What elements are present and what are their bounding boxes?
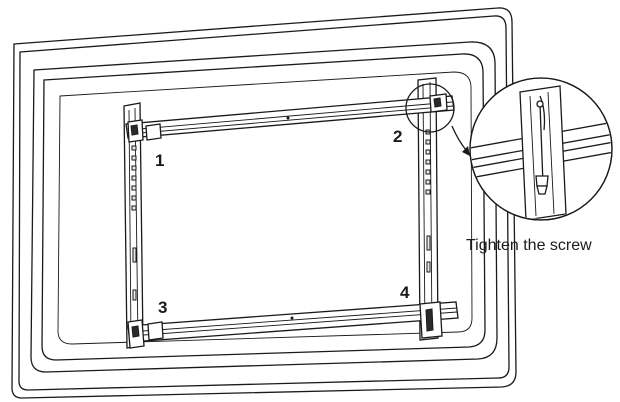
callout-detail — [469, 77, 613, 221]
right-vertical-bracket — [417, 77, 439, 341]
bracket-label-4: 4 — [400, 283, 410, 302]
detail-arrow — [451, 125, 470, 156]
bracket-label-3: 3 — [158, 298, 167, 317]
bottom-horizontal-rail — [127, 301, 459, 349]
tv-back-panel — [11, 7, 517, 399]
callout-caption: Tighten the screw — [466, 237, 592, 254]
bracket-label-1: 1 — [155, 151, 164, 170]
detail-marker-circle — [405, 83, 455, 133]
bracket-label-2: 2 — [393, 127, 402, 146]
